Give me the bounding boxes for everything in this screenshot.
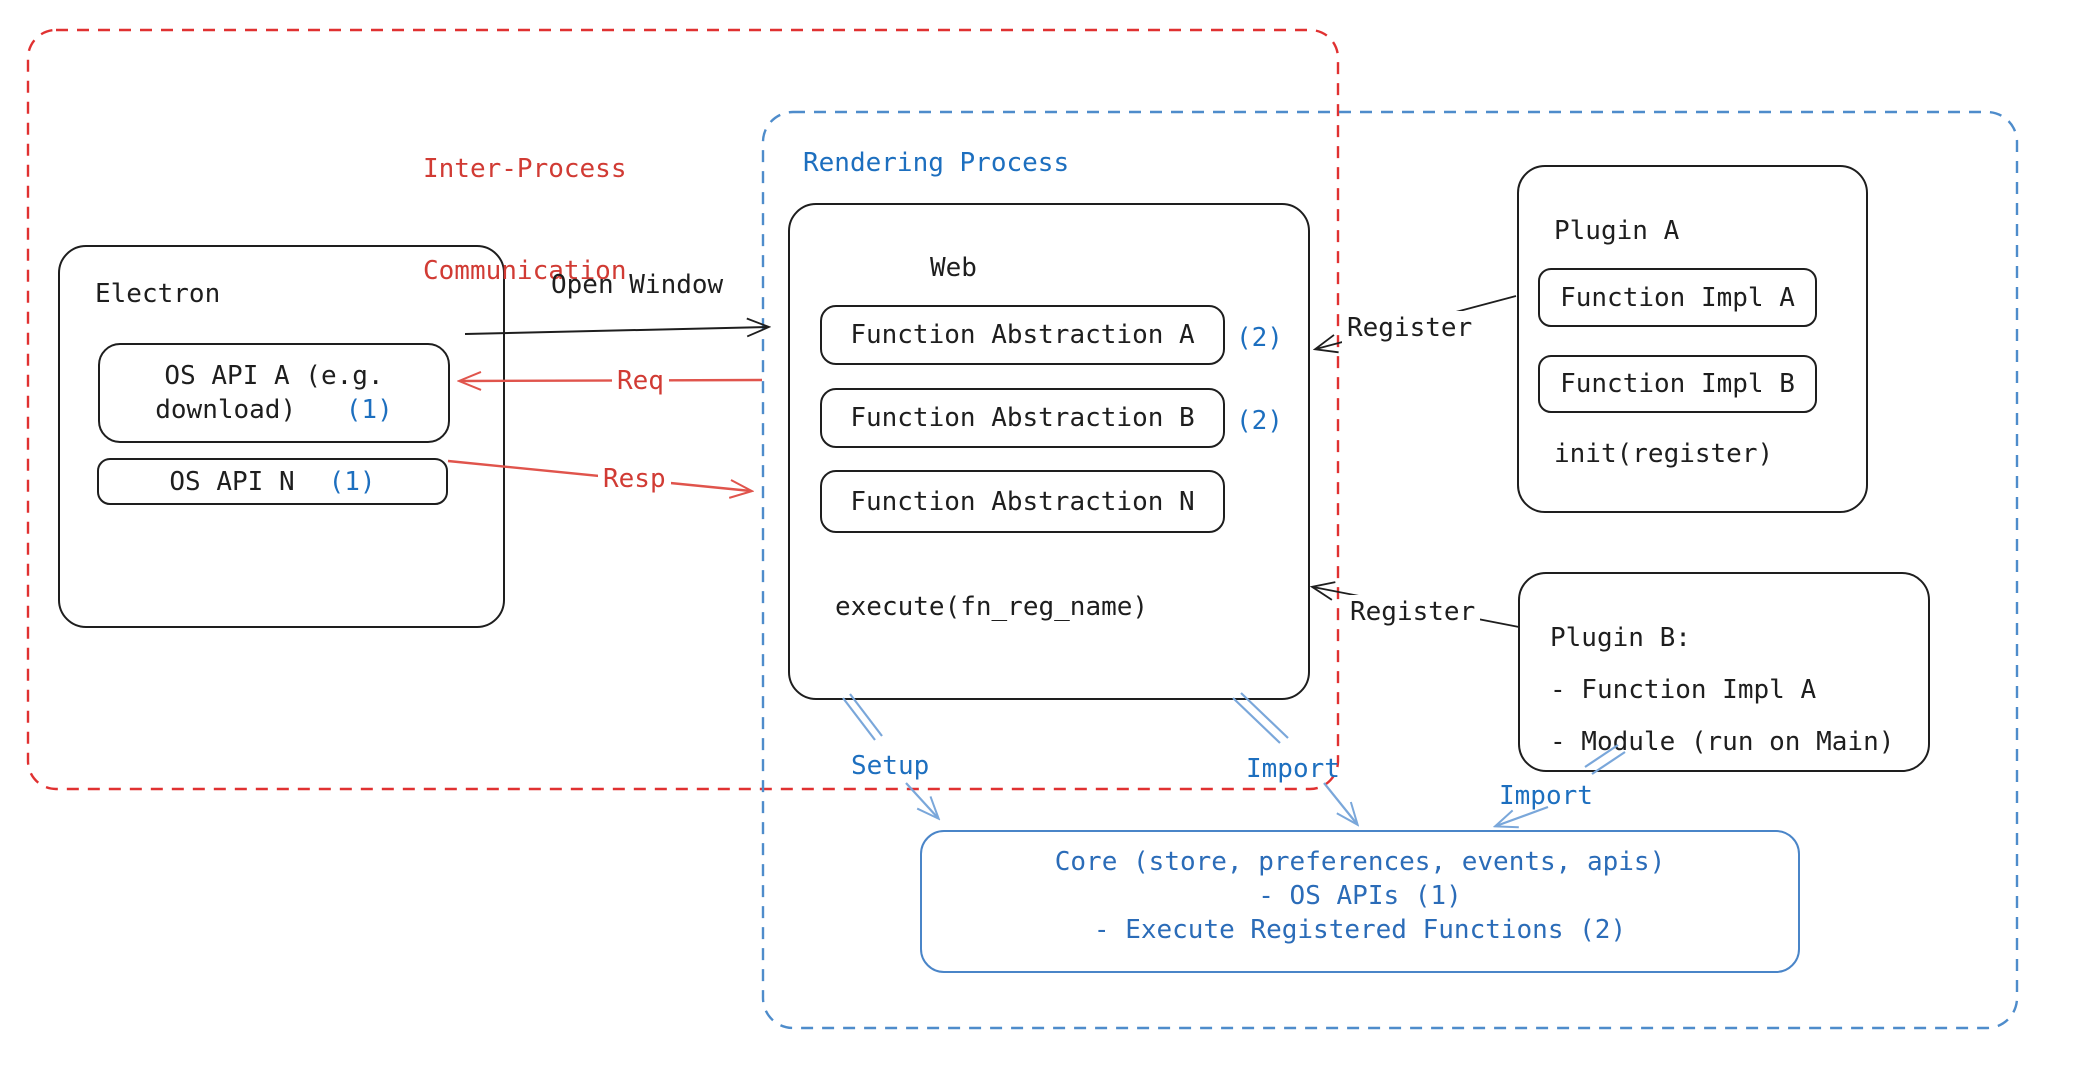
function-abstraction-a-badge: (2) (1236, 323, 1283, 353)
core-title-line: Core (store, preferences, events, apis) (1054, 847, 1666, 877)
function-abstraction-a-node: Function Abstraction A (820, 305, 1225, 365)
os-api-a-node: OS API A (e.g. download) (1) (98, 343, 450, 443)
execute-label: execute(fn_reg_name) (835, 592, 1149, 622)
init-register-label: init(register) (1554, 439, 1774, 469)
core-execute-functions-line: - Execute Registered Functions (2) (1093, 915, 1627, 945)
core-node: Core (store, preferences, events, apis) … (920, 830, 1800, 973)
function-impl-b-node: Function Impl B (1538, 355, 1817, 413)
plugin-a-node: Plugin A init(register) (1517, 165, 1868, 513)
function-impl-b-label: Function Impl B (1560, 369, 1795, 399)
function-abstraction-a-label: Function Abstraction A (850, 320, 1195, 350)
import-plugin-arrow-label: Import (1499, 781, 1593, 811)
req-arrow (460, 380, 763, 381)
open-window-arrow-label: Open Window (551, 270, 724, 300)
import-web-arrow-label: Import (1246, 754, 1340, 784)
plugin-b-item-module: - Module (run on Main) (1550, 727, 1895, 757)
web-node: Web execute(fn_reg_name) (788, 203, 1310, 700)
function-abstraction-b-label: Function Abstraction B (850, 403, 1195, 433)
register-b-arrow-label: Register (1345, 595, 1481, 629)
function-abstraction-n-node: Function Abstraction N (820, 470, 1225, 533)
plugin-b-title: Plugin B: (1550, 623, 1691, 653)
os-api-n-badge: (1) (328, 466, 376, 497)
resp-arrow-label: Resp (598, 462, 671, 496)
os-api-n-node: OS API N (1) (97, 458, 448, 505)
os-api-a-label-line2: download) (155, 395, 297, 425)
ipc-label: Inter-Process Communication (423, 154, 627, 286)
plugin-b-node: Plugin B: - Function Impl A - Module (ru… (1518, 572, 1930, 772)
plugin-b-item-function-impl-a: - Function Impl A (1550, 675, 1817, 705)
register-a-arrow-label: Register (1342, 311, 1478, 345)
core-os-apis-line: - OS APIs (1) (1258, 881, 1462, 911)
function-impl-a-node: Function Impl A (1538, 268, 1817, 327)
plugin-a-title: Plugin A (1554, 216, 1680, 246)
setup-arrow-label: Setup (851, 751, 930, 781)
electron-title: Electron (95, 279, 221, 309)
web-title: Web (930, 253, 977, 283)
os-api-a-badge: (1) (345, 395, 393, 425)
req-arrow-label: Req (612, 364, 669, 398)
function-impl-a-label: Function Impl A (1560, 282, 1795, 313)
os-api-a-label-line1: OS API A (e.g. (164, 361, 384, 391)
rendering-process-label: Rendering Process (803, 148, 1070, 178)
function-abstraction-b-badge: (2) (1236, 406, 1283, 436)
function-abstraction-n-label: Function Abstraction N (850, 486, 1195, 517)
os-api-n-label: OS API N (169, 466, 295, 497)
function-abstraction-b-node: Function Abstraction B (820, 388, 1225, 448)
